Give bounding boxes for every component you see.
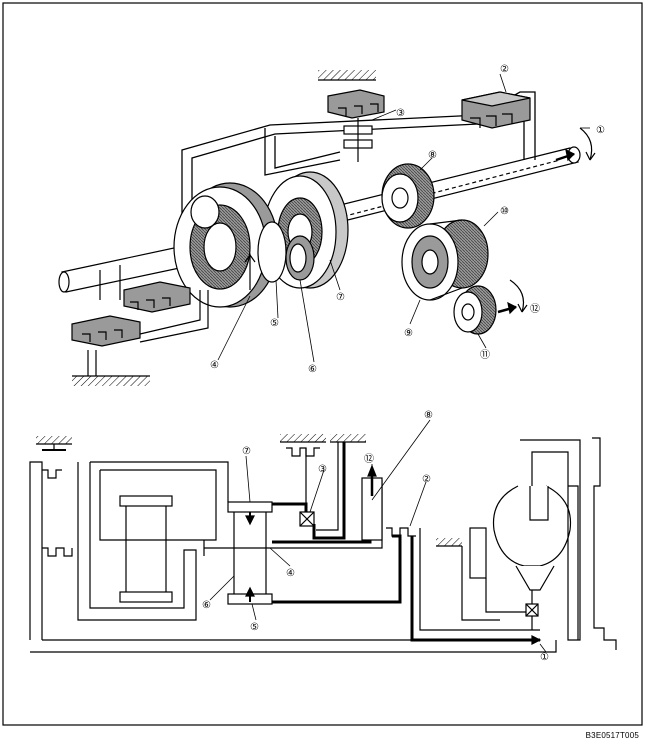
- callout-12-bottom: ⑫: [364, 453, 374, 465]
- component-5-6-gears: [244, 221, 315, 290]
- outer-border: [2, 2, 643, 726]
- callout-6-top: ⑥: [308, 364, 317, 375]
- callout-2-top: ②: [500, 64, 509, 75]
- callout-7-bottom: ⑦: [242, 446, 251, 457]
- callout-5-top: ⑤: [270, 318, 279, 329]
- callout-10-top: ⑩: [500, 206, 509, 217]
- clutch-symbol-left-bottom: [42, 547, 73, 557]
- clutch-symbol-left-top: [42, 469, 62, 479]
- figure-reference-code: B3E0517T005: [585, 731, 639, 740]
- pipe-3-ground-inner: [316, 442, 339, 531]
- pipe-left-loop: [77, 462, 197, 621]
- leader-lines-bottom: [209, 419, 547, 653]
- callout-3-top: ③: [396, 108, 405, 119]
- callout-9-top: ⑨: [404, 328, 413, 339]
- flow-path-3-ground: [312, 442, 346, 540]
- callout-8-top: ⑧: [428, 150, 437, 161]
- planetary-bottom-bar: [119, 591, 173, 603]
- callout-2-bottom: ②: [422, 474, 431, 485]
- flow-path-7-3: [272, 502, 308, 512]
- callout-labels: ② ③ ① ⑧ ⑩ ⑦ ⑫ ⑤ ⑨ ⑪ ④ ⑥ ⑧ ⑦ ⑫ ③ ② ④ ⑥ ⑤ …: [202, 64, 605, 663]
- schematic-ground-right: [436, 538, 462, 547]
- schematic-diagram: [29, 419, 617, 653]
- pipe-2-return: [419, 528, 540, 631]
- shaft-4: [203, 480, 383, 556]
- planetary-top-bar: [119, 495, 173, 507]
- callout-8-bottom: ⑧: [424, 410, 433, 421]
- rotation-arrow-12: [497, 279, 528, 315]
- callout-3-bottom: ③: [318, 464, 327, 475]
- flow-path-shaft-4: [272, 480, 372, 544]
- component-2-servo: [461, 91, 531, 129]
- callout-4-top: ④: [210, 360, 219, 371]
- callout-11-top: ⑪: [480, 349, 490, 361]
- component-3-clutch: [327, 89, 385, 162]
- callout-1-top: ①: [596, 125, 605, 136]
- pipe-upper-left: [90, 461, 229, 541]
- reservoir-body: [469, 527, 487, 579]
- ground-hatch-bottom: [72, 375, 150, 386]
- ground-hatch-top: [318, 70, 376, 81]
- leader-lines-top: [217, 73, 590, 363]
- cutaway-illustration: [58, 70, 596, 386]
- callout-1-bottom: ①: [540, 652, 549, 663]
- gear-7-bar: [227, 501, 273, 513]
- callout-6-bottom: ⑥: [202, 600, 211, 611]
- component-9-10-gears: [401, 219, 489, 301]
- housing-right: [568, 437, 617, 650]
- rotation-arrow-1: [555, 127, 596, 162]
- clutch-symbol-2: [386, 527, 416, 537]
- schematic-ground-mid: [280, 434, 366, 443]
- reservoir-pipes: [461, 546, 526, 621]
- clutch-symbol-3: [286, 447, 320, 457]
- component-11-gear: [453, 285, 497, 335]
- callout-4-bottom: ④: [286, 568, 295, 579]
- callout-12-top: ⑫: [530, 303, 540, 315]
- torque-converter: [492, 439, 581, 641]
- component-8-gear: [381, 163, 435, 229]
- callout-7-top: ⑦: [336, 292, 345, 303]
- schematic-ground-left: [36, 436, 72, 451]
- lower-left-brake: [71, 265, 209, 376]
- housing-bottom: [30, 639, 557, 653]
- housing-left-wall: [29, 461, 43, 640]
- callout-5-bottom: ⑤: [250, 622, 259, 633]
